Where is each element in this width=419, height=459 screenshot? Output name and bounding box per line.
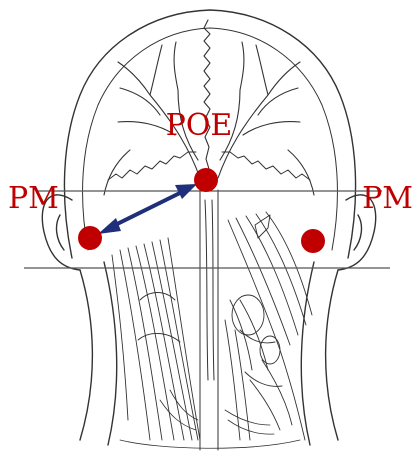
neck-right-outline [301,262,338,445]
midline-structures [200,190,218,450]
arrowhead-left [98,218,121,234]
pm-right-label: PM [362,181,413,216]
pm-right-marker [301,229,325,253]
right-neck-muscles [225,212,312,440]
poe-marker [194,168,218,192]
sagittal-suture [204,20,210,184]
pm-left-label: PM [8,181,59,216]
poe-label: POE [166,108,233,143]
neck-left-outline [80,262,117,445]
pm-left-marker [78,226,102,250]
